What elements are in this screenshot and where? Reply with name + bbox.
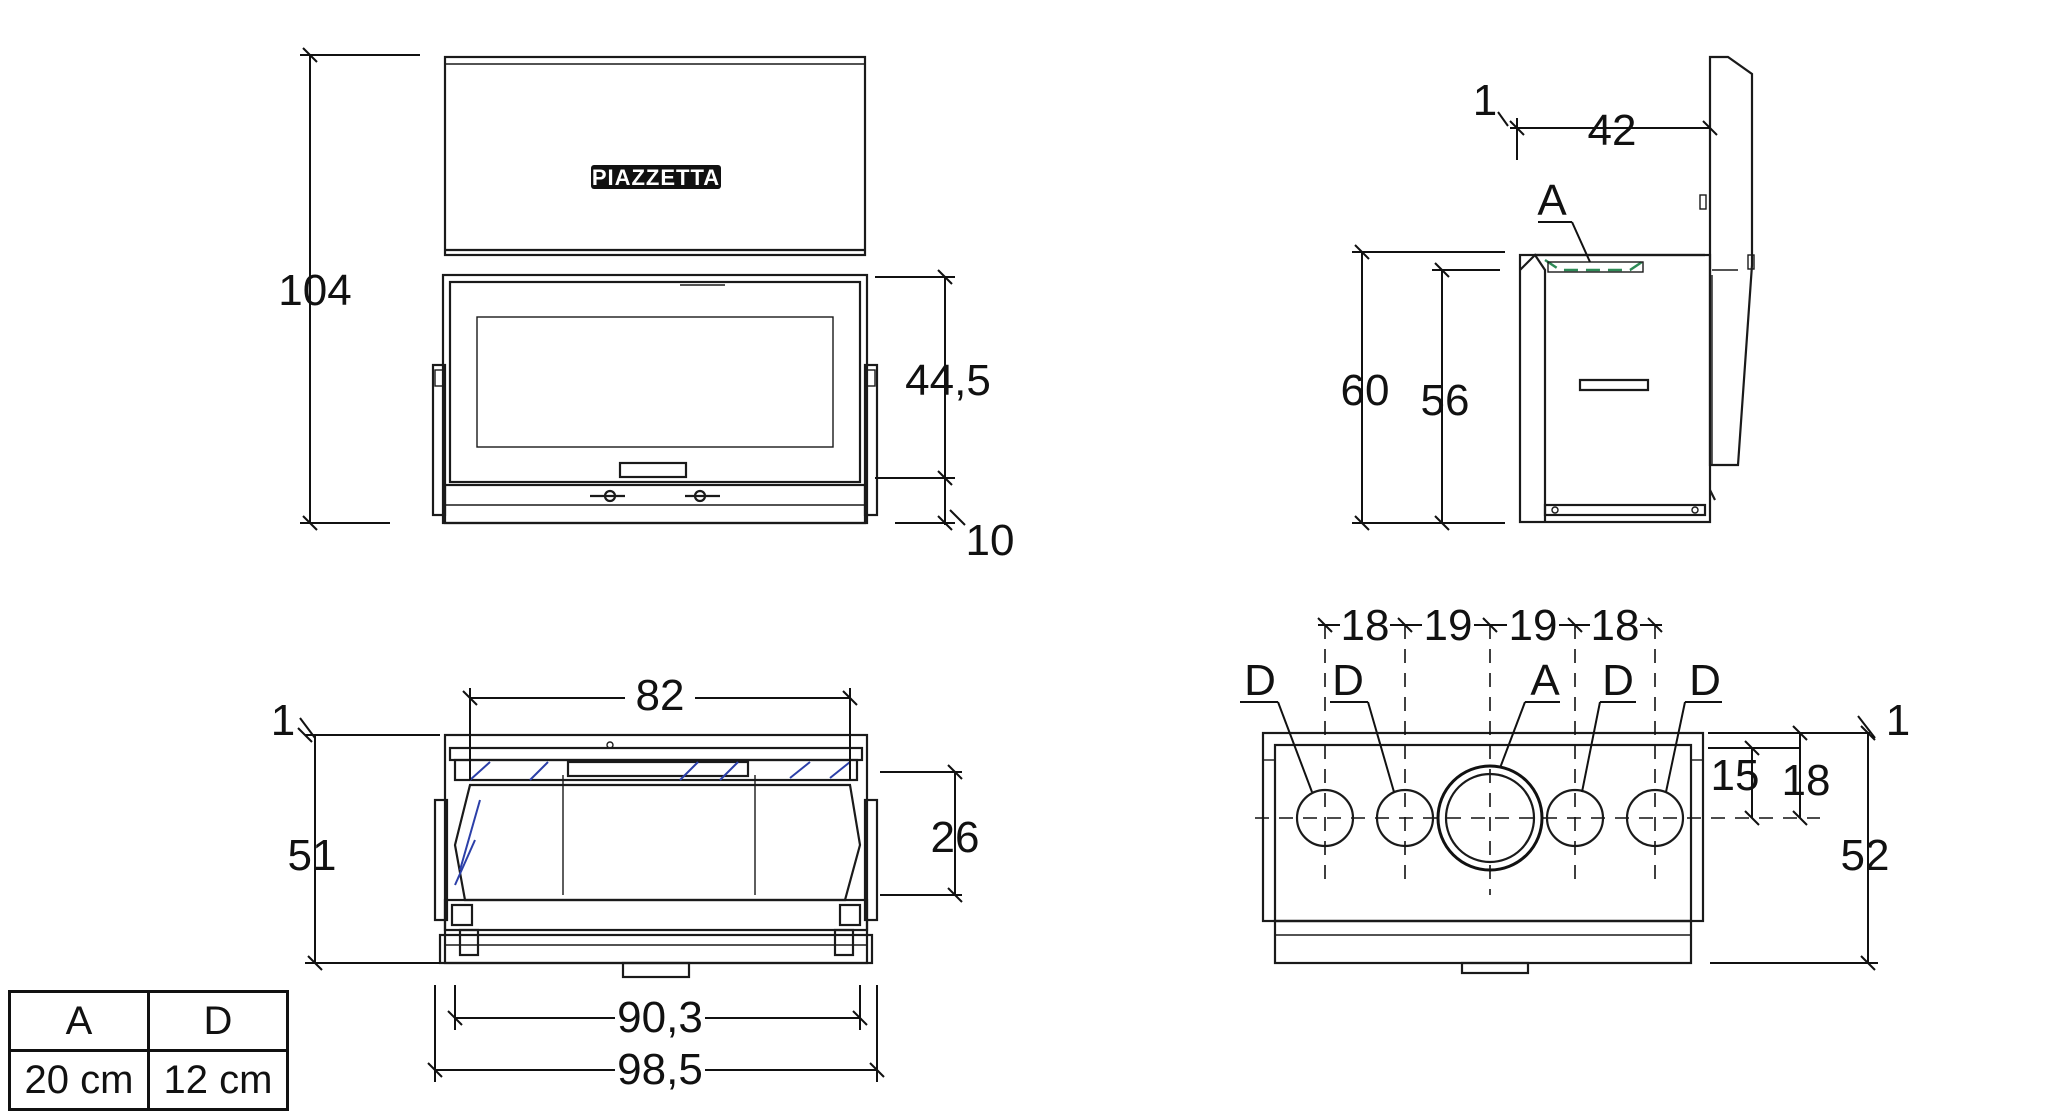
spacing-2: 19 — [1424, 601, 1473, 650]
outlet-a — [1436, 764, 1544, 872]
dim-flue-offset: 1 — [1886, 696, 1910, 745]
outlet-label-a: A — [1530, 656, 1560, 705]
front-view: PIAZZETTA 104 44,5 — [278, 47, 1015, 565]
legend-header-d: D — [147, 990, 289, 1052]
flue-view: 18 19 19 18 D D A D D 1 15 18 — [1240, 601, 1910, 975]
outlet-d-2 — [1375, 788, 1435, 848]
legend-value-d: 12 cm — [147, 1049, 289, 1111]
side-label-a: A — [1537, 176, 1567, 225]
outlet-d-4 — [1625, 788, 1685, 848]
outlet-d-1 — [1295, 788, 1355, 848]
outlet-label-d-1: D — [1244, 656, 1276, 705]
dim-base: 10 — [966, 516, 1015, 565]
legend-table: A D 20 cm 12 cm — [8, 990, 289, 1111]
dim-firebox-depth: 26 — [931, 813, 980, 862]
spacing-1: 18 — [1341, 601, 1390, 650]
side-view: 42 1 A 60 56 — [1341, 55, 1755, 531]
legend-value-a: 20 cm — [8, 1049, 150, 1111]
dim-top-offset: 1 — [1473, 76, 1497, 125]
dim-width-inner: 82 — [636, 671, 685, 720]
dim-depth-top: 42 — [1588, 106, 1637, 155]
dim-top-offset-left: 1 — [271, 696, 295, 745]
outlet-label-d-4: D — [1689, 656, 1721, 705]
dim-height-outer: 60 — [1341, 366, 1390, 415]
dim-glass-height: 44,5 — [905, 356, 991, 405]
brand-logo — [591, 165, 721, 189]
dim-total-height: 104 — [278, 266, 351, 315]
top-view: 82 1 51 26 90,3 98,5 — [271, 671, 980, 1094]
outlet-label-d-3: D — [1602, 656, 1634, 705]
dim-width-total: 98,5 — [617, 1045, 703, 1094]
dim-depth-a: 15 — [1711, 751, 1760, 800]
outlet-label-d-2: D — [1332, 656, 1364, 705]
dim-depth: 51 — [288, 831, 337, 880]
dim-height-inner: 56 — [1421, 376, 1470, 425]
dim-flue-total-depth: 52 — [1841, 831, 1890, 880]
brand-logo-text: PIAZZETTA — [592, 165, 720, 190]
dim-width-mid: 90,3 — [617, 993, 703, 1042]
dim-depth-d: 18 — [1782, 756, 1831, 805]
legend-header-a: A — [8, 990, 150, 1052]
legend-header-row: A D — [8, 990, 289, 1052]
spacing-3: 19 — [1509, 601, 1558, 650]
legend-value-row: 20 cm 12 cm — [8, 1049, 289, 1111]
outlet-d-3 — [1545, 788, 1605, 848]
spacing-4: 18 — [1591, 601, 1640, 650]
